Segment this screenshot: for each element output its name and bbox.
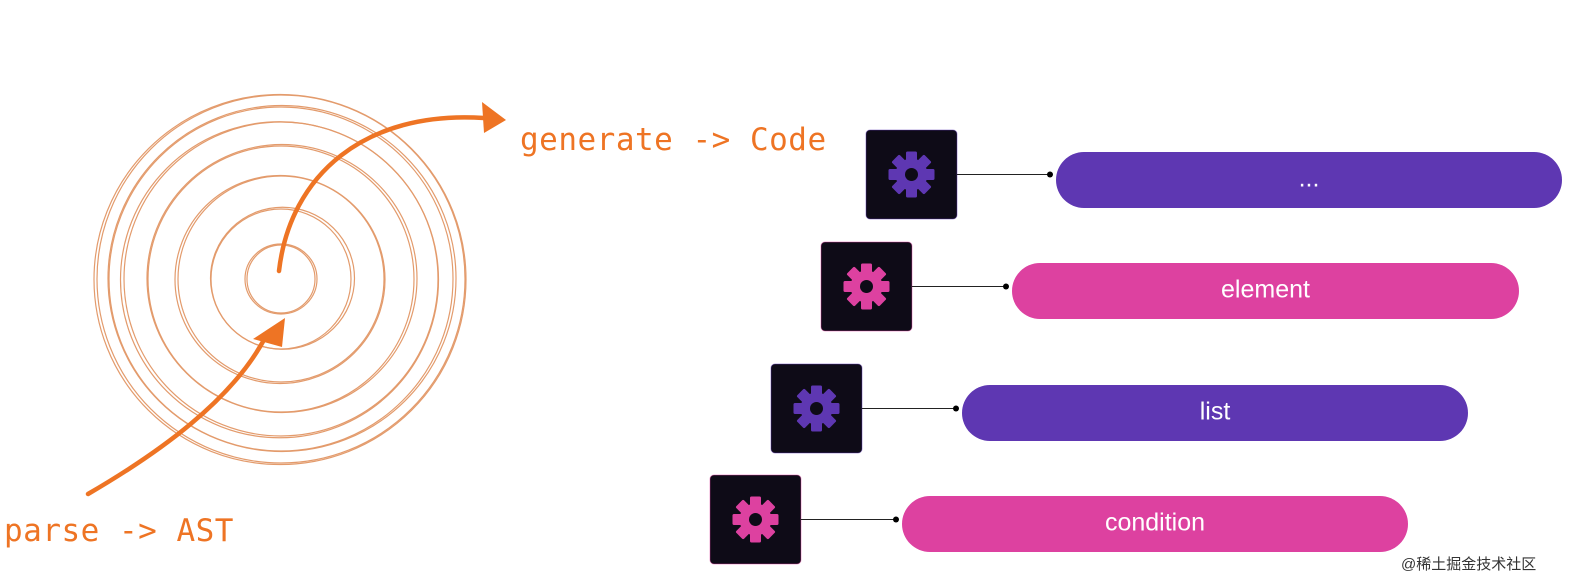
layer-item: ... — [865, 129, 1562, 220]
gear-hole — [810, 402, 823, 415]
generate-arrow — [276, 102, 506, 274]
layer-stack: ... element list condition — [709, 129, 1562, 565]
connector-dot — [893, 516, 899, 523]
ring — [246, 244, 316, 314]
concentric-rings — [93, 93, 467, 466]
layer-pill — [962, 385, 1468, 441]
ring — [209, 206, 356, 350]
ring — [174, 174, 386, 385]
ring — [123, 121, 439, 437]
ring — [107, 104, 457, 453]
layer-label: list — [1200, 398, 1231, 426]
connector-dot — [1047, 171, 1053, 178]
ring — [146, 143, 418, 414]
layer-label: condition — [1105, 509, 1205, 537]
arrow-head-icon — [253, 318, 285, 347]
gear-hole — [860, 280, 873, 293]
layer-label: element — [1221, 276, 1310, 304]
layer-pill — [1056, 152, 1562, 208]
layer-item: condition — [709, 474, 1408, 565]
ring — [108, 106, 454, 452]
ring — [96, 94, 466, 464]
layer-item: element — [820, 241, 1519, 332]
parse-arrow — [85, 318, 285, 497]
layer-item: list — [770, 363, 1468, 454]
gear-hole — [905, 168, 918, 181]
layer-label: ... — [1299, 165, 1320, 193]
gear-hole — [749, 513, 762, 526]
parse-label: parse -> AST — [4, 513, 234, 549]
ring — [93, 93, 467, 466]
connector-dot — [1003, 283, 1009, 290]
layer-pill — [1012, 263, 1519, 319]
watermark: @稀土掘金技术社区 — [1401, 556, 1536, 573]
ring — [119, 121, 440, 439]
arrow-head-icon — [482, 102, 506, 133]
ring — [147, 145, 415, 413]
generate-label: generate -> Code — [520, 122, 827, 158]
connector-dot — [953, 405, 959, 412]
layer-pill — [902, 496, 1408, 552]
ring — [244, 243, 318, 315]
